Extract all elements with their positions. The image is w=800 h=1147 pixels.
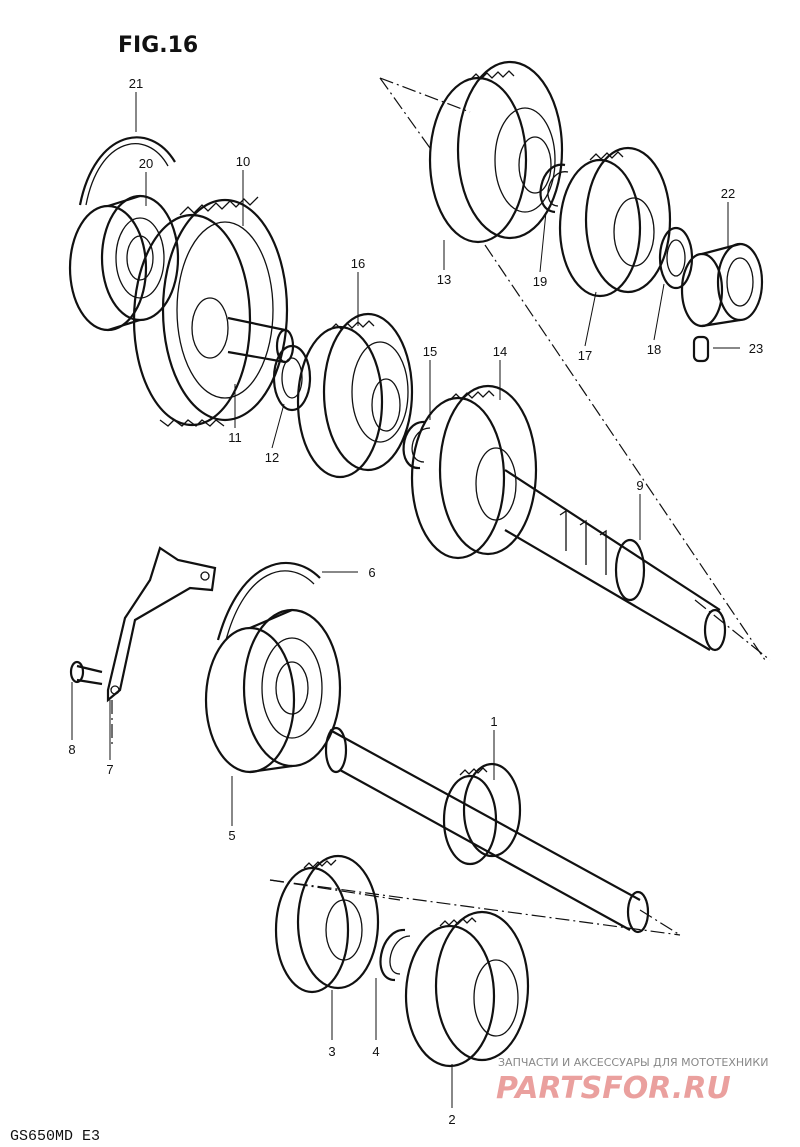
model-code: GS650MD E3 [10, 1128, 100, 1145]
callout-14: 14 [493, 344, 507, 359]
callout-3: 3 [328, 1044, 335, 1059]
part-5-bearing [204, 608, 342, 774]
part-14-gear [410, 384, 538, 560]
callout-labels: 1 2 3 4 5 6 7 8 9 10 11 12 13 14 15 16 1… [68, 76, 763, 1127]
callout-2: 2 [448, 1112, 455, 1127]
callout-18: 18 [647, 342, 661, 357]
callout-17: 17 [578, 348, 592, 363]
part-13-gear [428, 60, 564, 244]
figure-title: FIG.16 [118, 33, 198, 58]
part-2-gear [404, 910, 530, 1068]
callout-4: 4 [372, 1044, 379, 1059]
callout-6: 6 [368, 565, 375, 580]
callout-12: 12 [265, 450, 279, 465]
callout-1: 1 [490, 714, 497, 729]
callout-15: 15 [423, 344, 437, 359]
part-7-retainer [106, 546, 217, 703]
callout-19: 19 [533, 274, 547, 289]
callout-22: 22 [721, 186, 735, 201]
callout-13: 13 [437, 272, 451, 287]
callout-5: 5 [228, 828, 235, 843]
leader-lines [71, 92, 740, 1108]
alignment-lines [111, 77, 771, 936]
callout-23: 23 [749, 341, 763, 356]
callout-21: 21 [129, 76, 143, 91]
callout-11: 11 [228, 430, 242, 445]
part-12-washer [272, 344, 312, 412]
part-20-bearing [68, 194, 180, 332]
part-9-countershaft [504, 469, 727, 652]
part-3-gear [274, 854, 380, 994]
callout-8: 8 [68, 742, 75, 757]
callout-7: 7 [106, 762, 113, 777]
part-10-gear [132, 196, 289, 427]
part-1-driveshaft [324, 726, 650, 934]
callout-10: 10 [236, 154, 250, 169]
callout-16: 16 [351, 256, 365, 271]
callout-20: 20 [139, 156, 153, 171]
watermark-brand: PARTSFOR.RU [496, 1071, 731, 1106]
part-19-circlip [539, 163, 569, 214]
part-8-screw [69, 660, 103, 686]
part-11-shaft-collar [227, 316, 295, 364]
watermark-tagline: ЗАПЧАСТИ И АКСЕССУАРЫ ДЛЯ МОТОТЕХНИКИ [498, 1056, 768, 1069]
part-22-needle-bearing [680, 242, 764, 328]
part-4-circlip [379, 928, 411, 982]
part-23-dowel-pin [692, 335, 710, 363]
part-6-circlip [216, 562, 321, 641]
part-16-gear [296, 312, 414, 479]
part-21-circlip [78, 136, 176, 206]
part-17-gear [558, 146, 672, 298]
callout-9: 9 [636, 478, 643, 493]
